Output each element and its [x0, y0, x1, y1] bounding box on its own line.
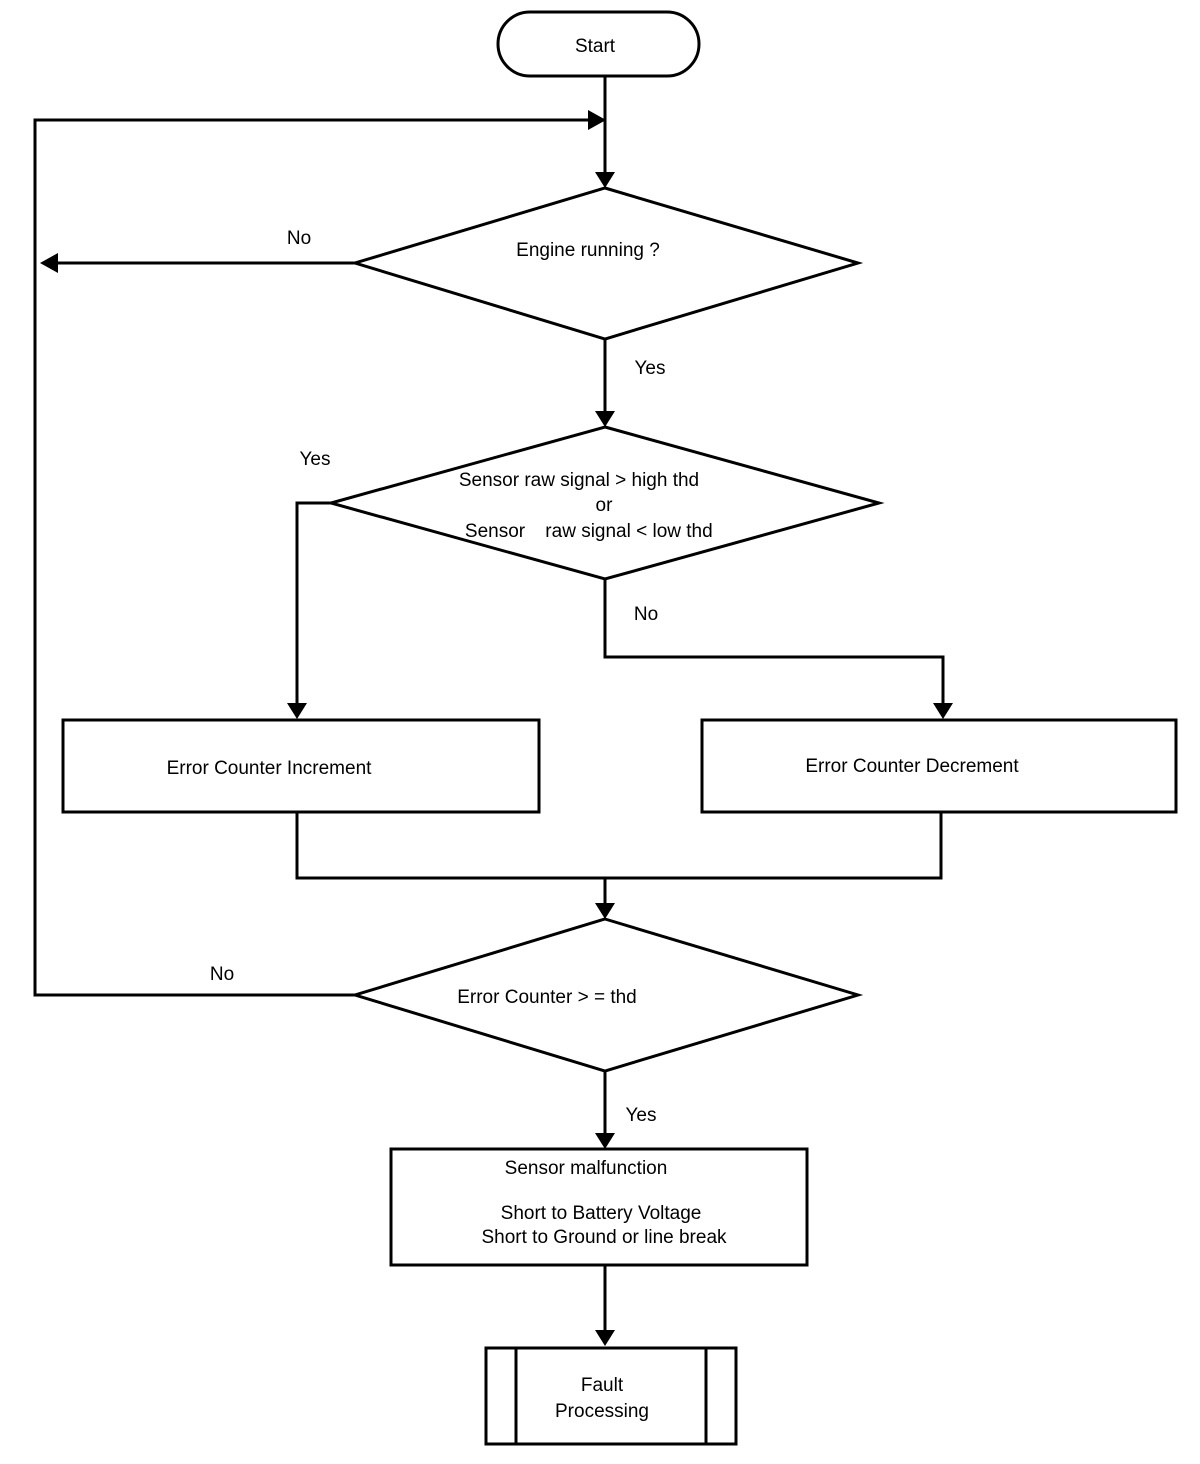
edge-counter-no-loop — [33, 118, 588, 997]
counter-threshold-decision: Error Counter > = thd — [349, 917, 864, 1073]
decrement-process: Error Counter Decrement — [700, 718, 1178, 814]
sensor-condition-line3a: Sensor — [465, 521, 526, 542]
edge-label-sensor-no: No — [634, 604, 658, 625]
arrowhead-sensor — [595, 411, 615, 427]
increment-process: Error Counter Increment — [61, 718, 541, 814]
edge-label-counter-no: No — [210, 964, 234, 985]
sensor-signal-decision: Sensor raw signal > high thd or Sensor r… — [325, 425, 885, 581]
edge-sensor-yes — [295, 501, 331, 703]
malfunction-title: Sensor malfunction — [505, 1158, 668, 1179]
counter-threshold-label: Error Counter > = thd — [457, 987, 637, 1008]
edge-increment-merge — [295, 812, 943, 880]
arrowhead-engine-no — [40, 253, 58, 273]
arrowhead-loop-back — [588, 110, 606, 130]
arrowhead-decrement — [933, 703, 953, 719]
edge-label-counter-yes: Yes — [626, 1105, 657, 1126]
arrowhead-counter — [595, 903, 615, 919]
decrement-label: Error Counter Decrement — [805, 756, 1019, 777]
arrowhead-engine — [595, 172, 615, 188]
sensor-condition-line1: Sensor raw signal > high thd — [459, 470, 699, 491]
arrowhead-increment — [287, 703, 307, 719]
sensor-condition-line2: or — [596, 495, 614, 516]
edge-sensor-no — [603, 579, 945, 703]
arrowhead-fault — [595, 1330, 615, 1346]
malfunction-process: Sensor malfunction Short to Battery Volt… — [389, 1147, 809, 1267]
edge-label-engine-yes: Yes — [635, 358, 666, 379]
engine-running-decision: Engine running ? — [349, 186, 864, 341]
fault-line2: Processing — [555, 1401, 649, 1422]
arrowhead-malfunction — [595, 1133, 615, 1149]
start-node: Start — [496, 10, 701, 78]
start-label: Start — [575, 36, 616, 57]
engine-running-label: Engine running ? — [516, 240, 660, 261]
fault-processing-subroutine: Fault Processing — [484, 1346, 738, 1446]
malfunction-line2: Short to Ground or line break — [481, 1227, 727, 1248]
malfunction-line1: Short to Battery Voltage — [501, 1203, 702, 1224]
increment-label: Error Counter Increment — [167, 758, 373, 779]
sensor-condition-line3b: raw signal < low thd — [545, 521, 712, 542]
fault-line1: Fault — [581, 1375, 624, 1396]
edge-label-engine-no: No — [287, 228, 311, 249]
edge-label-sensor-yes: Yes — [300, 449, 331, 470]
